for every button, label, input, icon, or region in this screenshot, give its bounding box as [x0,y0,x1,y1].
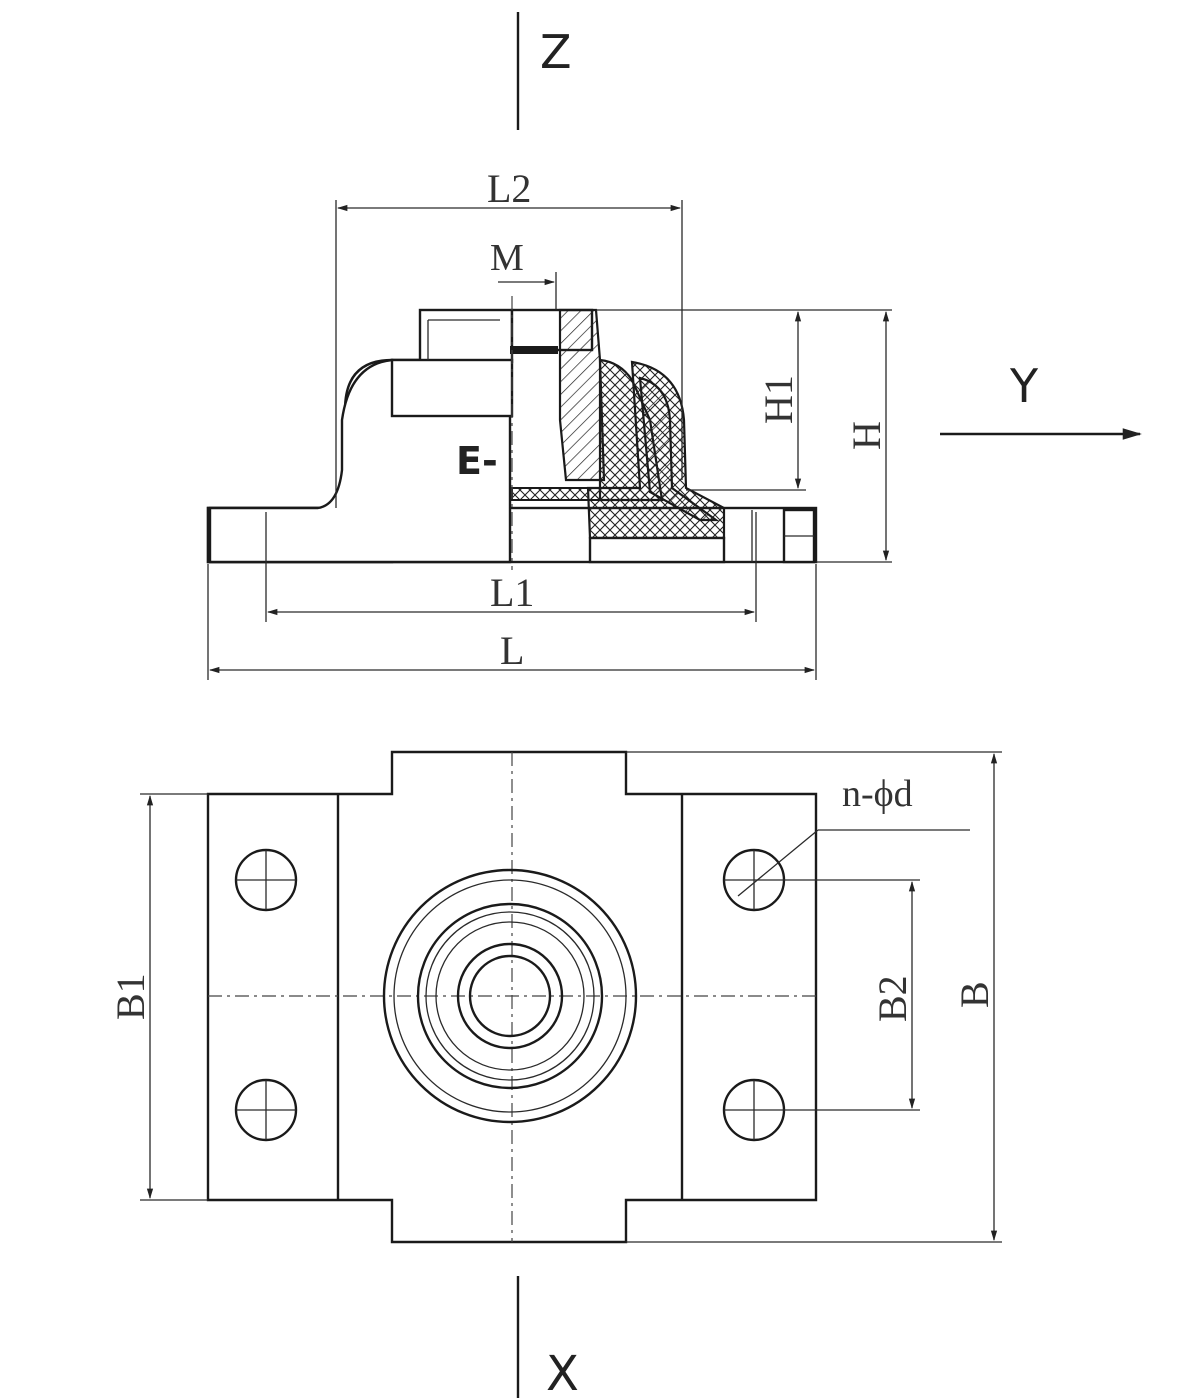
m-label: M [490,237,524,279]
top-plan-view: n-ϕd B1 B2 B [108,750,1002,1244]
h-label: H [844,421,889,450]
bolt-hole-bottom-right [722,1078,786,1142]
l2-label: L2 [487,166,531,211]
mid-collar [390,358,514,418]
bolt-hole-top-left [234,848,298,912]
y-axis-label: Y [1009,359,1039,413]
h1-label: H1 [756,375,801,424]
bolt-hole-bottom-left [234,1078,298,1142]
bearing-rings [382,868,638,1124]
y-axis: Y [940,359,1142,440]
insert-seal [510,346,558,354]
z-axis-label: Z [540,25,572,79]
b-label: B [952,981,997,1008]
base-insert [588,536,726,564]
hatched-outer-ring [638,376,720,522]
bolt-hole-top-right [722,848,786,912]
b2-label: B2 [870,975,915,1022]
hole-callout-leader [737,829,819,897]
section-mark: E- [456,439,498,483]
front-section-view: E- L2 M H1 H L1 L [206,166,892,680]
crosshatched-foot [511,487,601,501]
b1-label: B1 [108,973,153,1020]
top-collar [418,308,514,364]
l-label: L [500,628,524,673]
x-axis-label: X [546,1346,579,1398]
hatched-sleeve [558,308,606,482]
l1-label: L1 [490,570,534,615]
hole-callout-label: n-ϕd [842,773,913,815]
x-axis: X [516,1276,579,1398]
z-axis: Z [516,12,572,130]
